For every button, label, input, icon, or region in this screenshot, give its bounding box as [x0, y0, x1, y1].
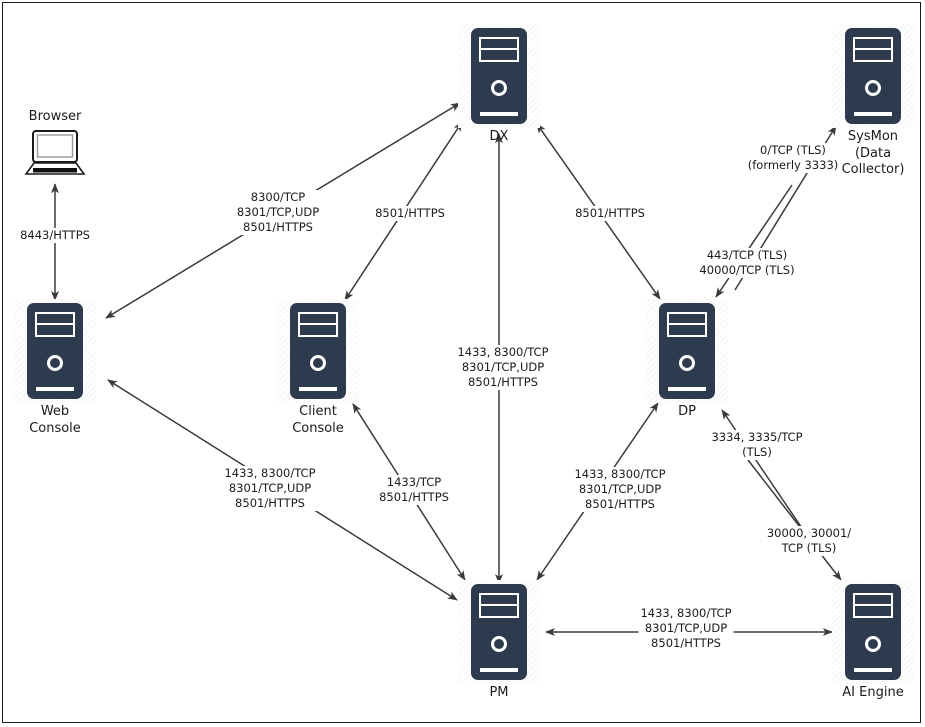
node-label-dp: DP	[678, 404, 696, 419]
edge-label-dp-aiengine: 30000, 30001/ TCP (TLS)	[764, 526, 854, 556]
server-tower-icon	[290, 303, 346, 399]
edge-label-webconsole-dx: 8300/TCP 8301/TCP,UDP 8501/HTTPS	[234, 190, 322, 235]
server-tower-icon	[659, 303, 715, 399]
node-label-browser: Browser	[28, 109, 82, 124]
server-tower-icon	[845, 28, 901, 124]
edge-label-webconsole-pm: 1433, 8300/TCP 8301/TCP,UDP 8501/HTTPS	[222, 466, 318, 511]
edge-label-pm-aiengine: 1433, 8300/TCP 8301/TCP,UDP 8501/HTTPS	[638, 606, 734, 651]
node-client-console[interactable]: Client Console	[277, 299, 359, 436]
edge-label-dx-dp: 8501/HTTPS	[573, 206, 647, 221]
server-tower-icon	[845, 584, 901, 680]
node-web-console[interactable]: Web Console	[14, 299, 96, 436]
edge-label-sysmon-dp: 443/TCP (TLS) 40000/TCP (TLS)	[697, 248, 797, 278]
edge-label-dp-sysmon: 0/TCP (TLS) (formerly 3333)	[745, 143, 841, 173]
server-tower-icon	[471, 584, 527, 680]
node-label-web-console: Web Console	[29, 404, 81, 436]
laptop-icon	[24, 130, 86, 175]
edge-dp-aiengine	[747, 459, 842, 581]
edge-label-aiengine-dp: 3334, 3335/TCP (TLS)	[709, 430, 805, 460]
server-tower-icon	[27, 303, 83, 399]
node-ai-engine[interactable]: AI Engine	[832, 580, 914, 700]
edge-label-dx-pm: 1433, 8300/TCP 8301/TCP,UDP 8501/HTTPS	[455, 345, 551, 390]
edge-label-clientconsole-dx: 8501/HTTPS	[373, 206, 447, 221]
node-label-dx: DX	[489, 129, 509, 144]
node-label-ai-engine: AI Engine	[842, 685, 904, 700]
node-sysmon[interactable]: SysMon (Data Collector)	[832, 24, 914, 177]
node-browser[interactable]: Browser	[24, 109, 86, 176]
node-label-sysmon: SysMon (Data Collector)	[841, 129, 905, 178]
node-dp[interactable]: DP	[646, 299, 728, 419]
node-label-client-console: Client Console	[292, 404, 344, 436]
node-pm[interactable]: PM	[458, 580, 540, 700]
edge-label-browser-webconsole: 8443/HTTPS	[18, 228, 92, 243]
edge-sysmon-dp	[715, 184, 793, 298]
server-tower-icon	[471, 28, 527, 124]
node-label-pm: PM	[489, 685, 509, 700]
edge-label-dp-pm: 1433, 8300/TCP 8301/TCP,UDP 8501/HTTPS	[572, 467, 668, 512]
edge-label-clientconsole-pm: 1433/TCP 8501/HTTPS	[377, 475, 451, 505]
node-dx[interactable]: DX	[458, 24, 540, 144]
